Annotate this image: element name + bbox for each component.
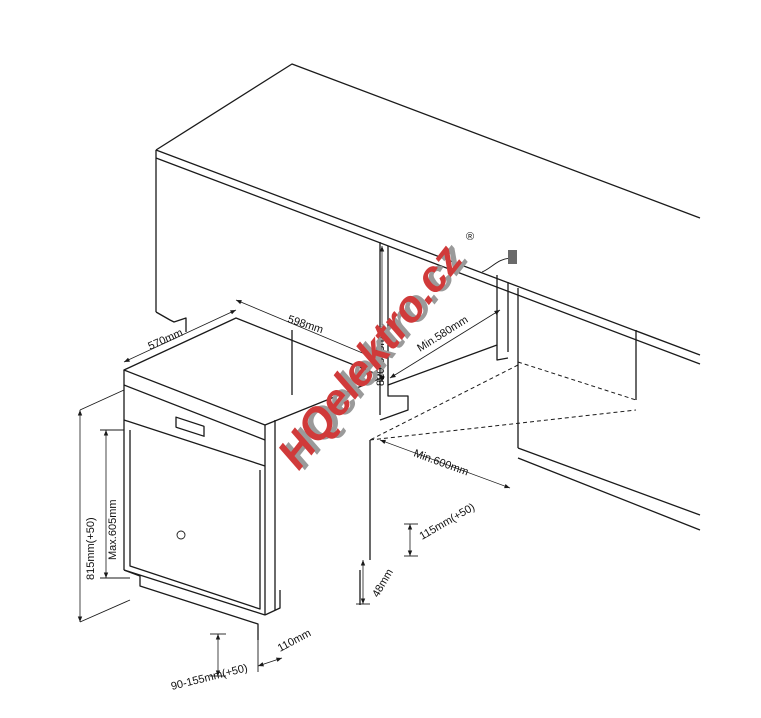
registered-mark: ®	[466, 231, 474, 243]
label-niche-height: 820-865mm	[375, 327, 387, 386]
label-top-depth: 570mm	[146, 327, 184, 353]
watermark-logo: HQelektro.cz HQelektro.cz	[268, 235, 478, 478]
left-cabinet	[155, 311, 293, 395]
label-plinth-recess: 48mm	[370, 567, 396, 599]
control-panel-display	[175, 416, 205, 437]
right-cabinet	[517, 330, 701, 531]
label-plinth-height: 115mm(+50)	[418, 501, 478, 542]
plug-icon	[481, 257, 513, 273]
plug-head-icon	[508, 250, 517, 264]
countertop	[155, 63, 701, 365]
label-door-height: Max.605mm	[107, 499, 119, 560]
logo-icon	[176, 530, 186, 540]
label-foot-depth: 110mm	[276, 627, 313, 654]
label-foot-adjust: 90-155mm(+50)	[170, 662, 249, 693]
dimension-lines	[77, 246, 511, 677]
label-niche-width: Min.600mm	[412, 448, 470, 479]
label-body-height: 815mm(+50)	[85, 517, 97, 580]
